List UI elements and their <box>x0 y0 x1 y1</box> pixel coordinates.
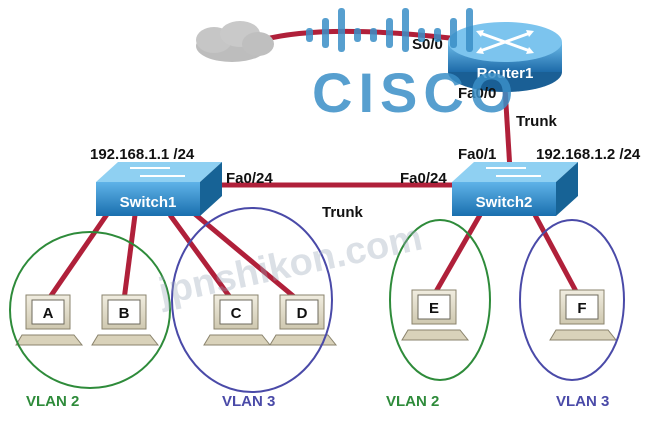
cable-switch1-pc-a <box>45 208 113 302</box>
switch1-name: Switch1 <box>120 194 177 211</box>
switch2-icon[interactable]: Switch2 <box>452 162 578 216</box>
pc-d-label: D <box>297 305 308 322</box>
pc-d[interactable]: D <box>269 294 338 346</box>
vlan-label-3: VLAN 2 <box>386 393 439 410</box>
pc-a-label: A <box>43 305 54 322</box>
router-icon[interactable]: Router1 <box>448 22 562 92</box>
cable-switch2-pc-f <box>532 213 581 297</box>
trunk-router-label: Trunk <box>516 113 557 130</box>
pc-b[interactable]: B <box>91 294 160 346</box>
cisco-logo: CISCO <box>306 8 519 124</box>
vlan2-group-right <box>389 219 491 381</box>
pc-f-label: F <box>577 300 586 317</box>
pc-f[interactable]: F <box>549 289 618 341</box>
pc-c-label: C <box>231 305 242 322</box>
switch2-ip: 192.168.1.2 /24 <box>536 146 641 163</box>
switch1-port-trunk: Fa0/24 <box>226 170 273 187</box>
vlan-label-1: VLAN 2 <box>26 393 79 410</box>
pc-a[interactable]: A <box>15 294 84 346</box>
vlan3-group-right <box>519 219 625 381</box>
switch2-name: Switch2 <box>476 194 533 211</box>
cable-switch1-pc-d <box>188 208 300 302</box>
switch1-icon[interactable]: Switch1 <box>96 162 222 216</box>
cable-switch1-pc-b <box>121 214 138 301</box>
router-name: Router1 <box>477 65 534 82</box>
vlan-label-4: VLAN 3 <box>556 393 609 410</box>
vlan-label-2: VLAN 3 <box>222 393 275 410</box>
cisco-logo-text: CISCO <box>312 61 519 124</box>
pc-c[interactable]: C <box>203 294 272 346</box>
trunk-switches-label: Trunk <box>322 204 363 221</box>
pc-e-label: E <box>429 300 439 317</box>
switch2-port-trunk: Fa0/24 <box>400 170 447 187</box>
vlan3-group-left <box>171 207 333 393</box>
switch2-port-router: Fa0/1 <box>458 146 496 163</box>
cable-switch2-pc-e <box>431 213 483 297</box>
vlan-groups <box>9 207 625 393</box>
cable-router-switch2 <box>502 87 513 171</box>
cloud-icon <box>196 21 274 62</box>
cable-switch1-pc-c <box>167 213 235 302</box>
vlan2-group-left <box>9 231 171 389</box>
switch1-ip: 192.168.1.1 /24 <box>90 146 195 163</box>
router-port-lan: Fa0/0 <box>458 85 496 102</box>
pc-e[interactable]: E <box>401 289 470 341</box>
pc-b-label: B <box>119 305 130 322</box>
cables <box>45 28 581 302</box>
